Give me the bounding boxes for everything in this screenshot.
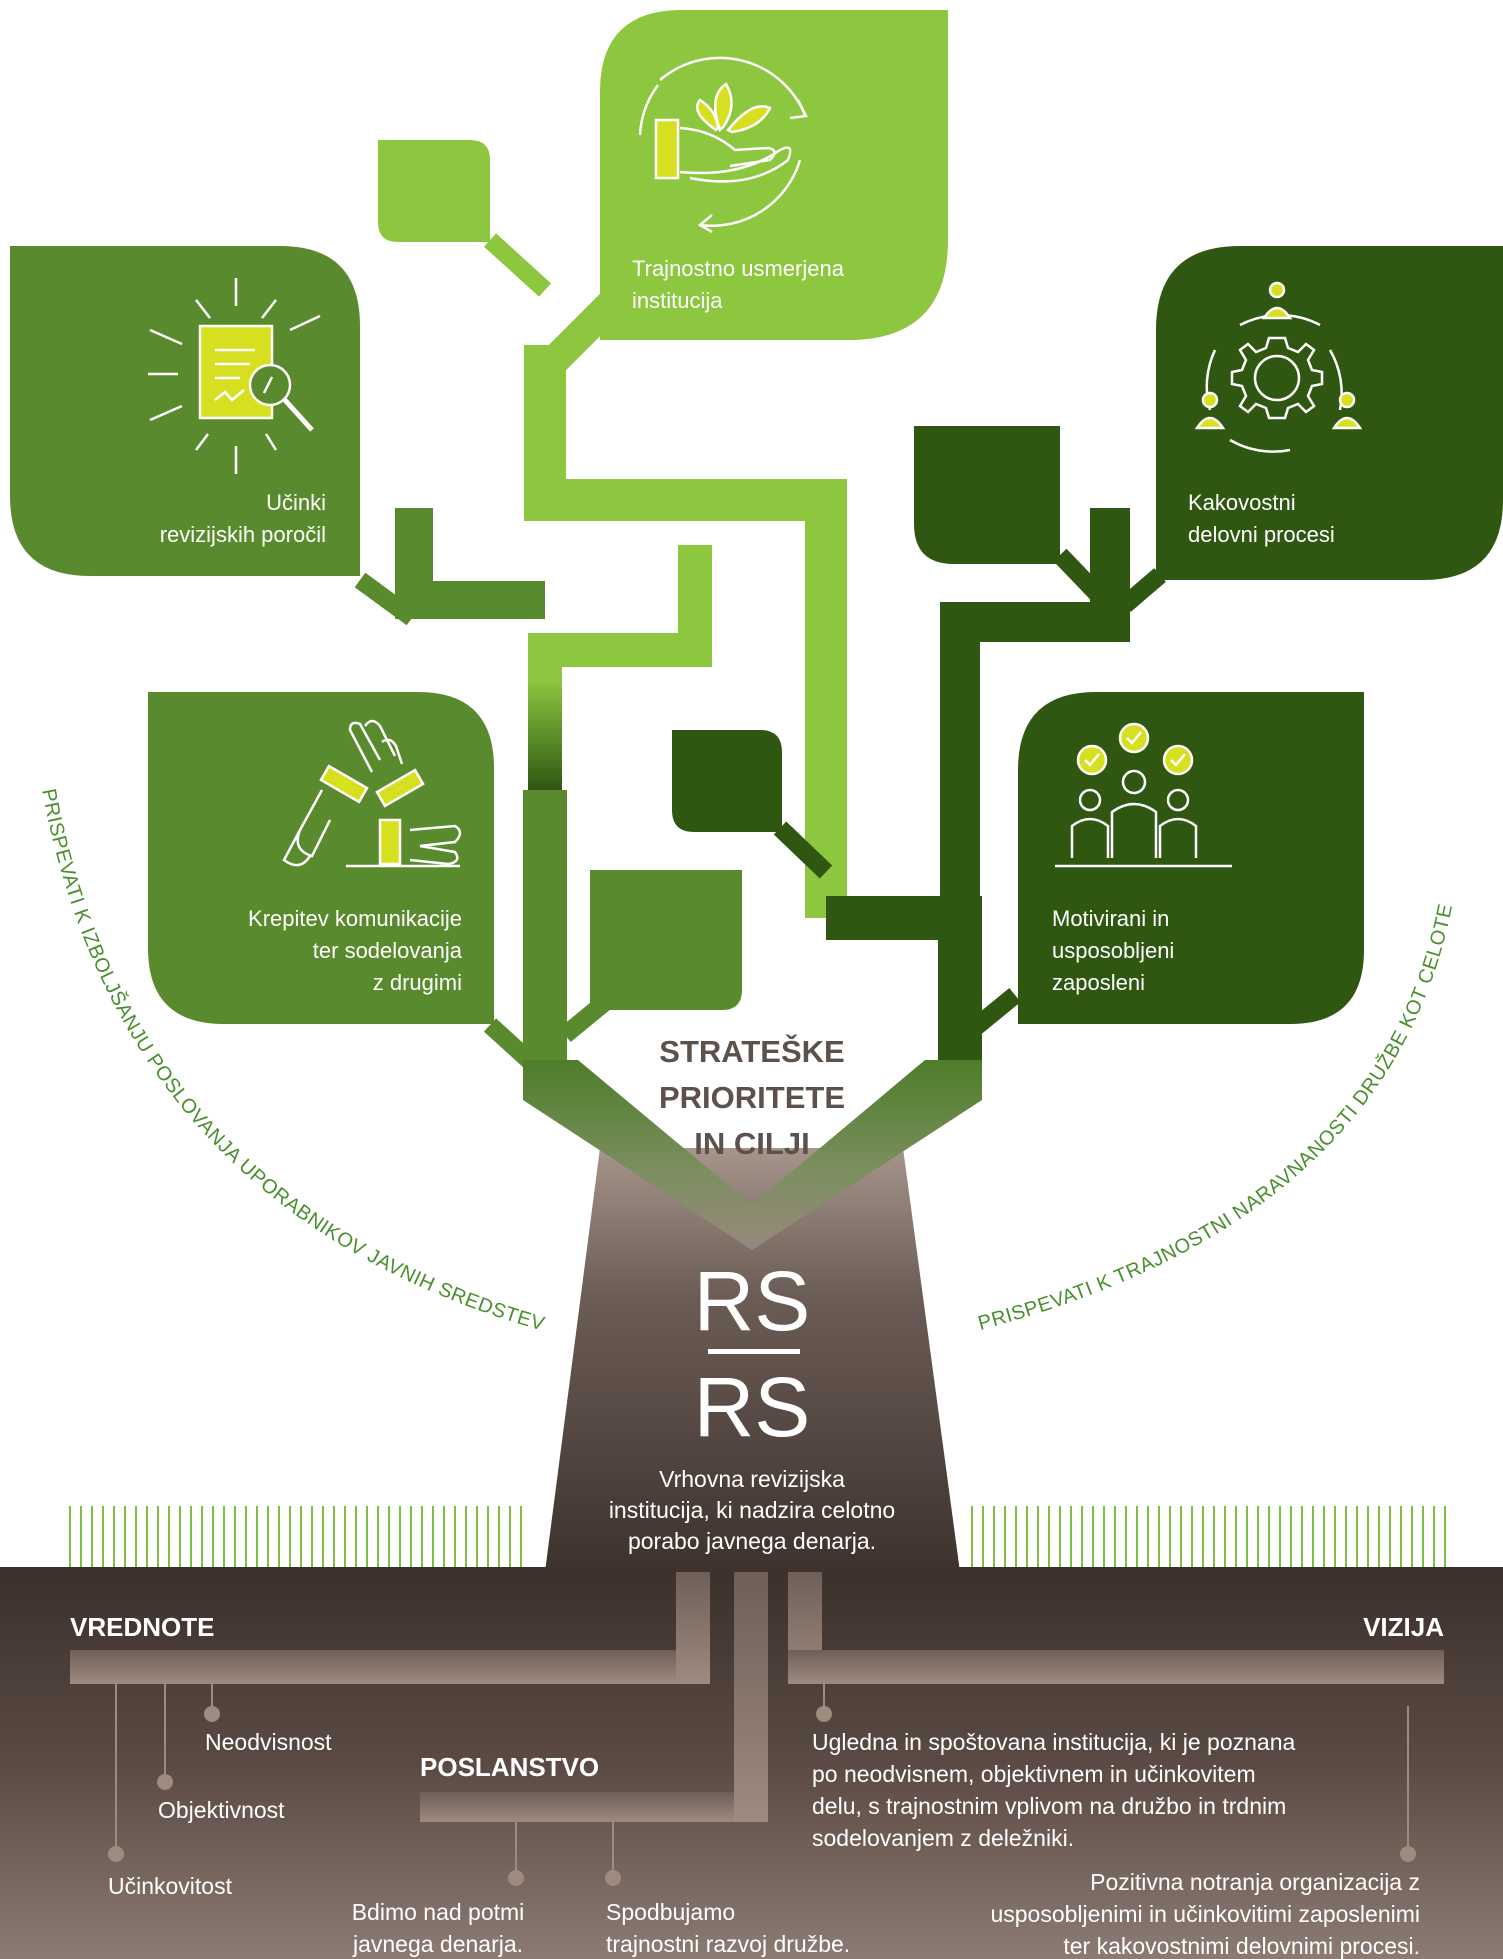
mission-heading: POSLANSTVO xyxy=(420,1752,599,1782)
vision-paragraph-1: Ugledna in spoštovana institucija, ki je… xyxy=(812,1729,1296,1851)
values-heading: VREDNOTE xyxy=(70,1612,214,1642)
small-leaf-right xyxy=(914,426,1060,564)
svg-text:usposobljeni: usposobljeni xyxy=(1052,938,1174,963)
sustainability-hand-icon xyxy=(638,56,808,234)
leaf-processes xyxy=(1156,246,1503,580)
leaf-processes-text: Kakovostni delovni procesi xyxy=(1188,490,1335,547)
root-threads xyxy=(108,1684,1416,1886)
center-title: STRATEŠKE PRIORITETE IN CILJI xyxy=(659,1033,845,1161)
svg-text:institucija: institucija xyxy=(632,288,723,313)
branches xyxy=(354,233,1166,1082)
svg-text:revizijskih poročil: revizijskih poročil xyxy=(160,522,326,547)
svg-text:javnega denarja.: javnega denarja. xyxy=(352,1931,523,1957)
audit-report-icon xyxy=(148,278,321,474)
leaf-communication-text: Krepitev komunikacije ter sodelovanja z … xyxy=(248,906,463,995)
svg-text:IN CILJI: IN CILJI xyxy=(694,1126,809,1161)
motivated-team-icon xyxy=(1055,722,1232,868)
trunk xyxy=(545,1148,960,1572)
value-item: Neodvisnost xyxy=(205,1729,332,1755)
svg-text:z drugimi: z drugimi xyxy=(373,970,462,995)
mission-item-2: Spodbujamo trajnostni razvoj družbe. xyxy=(606,1899,850,1957)
svg-text:usposobljenimi in učinkovitimi: usposobljenimi in učinkovitimi zaposleni… xyxy=(990,1901,1420,1927)
svg-text:po neodvisnem, objektivnem in: po neodvisnem, objektivnem in učinkovite… xyxy=(812,1761,1256,1787)
trunk-description: Vrhovna revizijska institucija, ki nadzi… xyxy=(609,1466,895,1554)
svg-text:zaposleni: zaposleni xyxy=(1052,970,1145,995)
handshake-cooperation-icon xyxy=(282,719,462,868)
small-leaf-center-dark xyxy=(672,730,782,832)
svg-text:delovni procesi: delovni procesi xyxy=(1188,522,1335,547)
svg-text:Kakovostni: Kakovostni xyxy=(1188,490,1296,515)
svg-text:sodelovanjem z deležniki.: sodelovanjem z deležniki. xyxy=(812,1825,1074,1851)
grass-left xyxy=(69,1506,522,1567)
svg-text:STRATEŠKE: STRATEŠKE xyxy=(659,1033,844,1069)
value-item: Objektivnost xyxy=(158,1797,285,1823)
rs-logo: RS RS xyxy=(694,1254,811,1454)
svg-text:Pozitivna notranja organizacij: Pozitivna notranja organizacija z xyxy=(1090,1869,1420,1895)
svg-text:Krepitev komunikacije: Krepitev komunikacije xyxy=(248,906,462,931)
svg-text:porabo javnega denarja.: porabo javnega denarja. xyxy=(628,1528,876,1554)
svg-text:trajnostni razvoj družbe.: trajnostni razvoj družbe. xyxy=(606,1931,850,1957)
leaf-sustainability xyxy=(600,10,948,340)
svg-text:Učinki: Učinki xyxy=(266,490,326,515)
svg-text:ter kakovostnimi delovnimi pro: ter kakovostnimi delovnimi procesi. xyxy=(1063,1933,1420,1959)
svg-text:Ugledna in spoštovana instituc: Ugledna in spoštovana institucija, ki je… xyxy=(812,1729,1296,1755)
gear-process-icon xyxy=(1194,281,1363,453)
branch-fan xyxy=(523,1060,982,1250)
svg-text:delu, s trajnostnim vplivom na: delu, s trajnostnim vplivom na družbo in… xyxy=(812,1793,1286,1819)
leaf-employees xyxy=(1018,692,1364,1024)
small-leaf-top xyxy=(378,140,490,242)
svg-text:PRIORITETE: PRIORITETE xyxy=(659,1080,845,1115)
svg-text:RS: RS xyxy=(694,1360,811,1454)
vision-paragraph-2: Pozitivna notranja organizacija z usposo… xyxy=(990,1869,1420,1959)
svg-text:Trajnostno usmerjena: Trajnostno usmerjena xyxy=(632,256,845,281)
roots xyxy=(70,1572,1444,1822)
svg-text:institucija, ki nadzira celotn: institucija, ki nadzira celotno xyxy=(609,1497,895,1523)
svg-text:ter sodelovanja: ter sodelovanja xyxy=(313,938,463,963)
svg-text:Bdimo nad potmi: Bdimo nad potmi xyxy=(352,1899,525,1925)
svg-text:Spodbujamo: Spodbujamo xyxy=(606,1899,735,1925)
svg-text:Motivirani in: Motivirani in xyxy=(1052,906,1169,931)
small-leaf-center-mid xyxy=(590,870,742,1010)
mission-item-1: Bdimo nad potmi javnega denarja. xyxy=(352,1899,525,1957)
value-item: Učinkovitost xyxy=(108,1873,233,1899)
leaf-sustainability-text: Trajnostno usmerjena institucija xyxy=(632,256,845,313)
leaf-audit-reports-text: Učinki revizijskih poročil xyxy=(160,490,326,547)
vision-heading: VIZIJA xyxy=(1363,1612,1444,1642)
svg-text:RS: RS xyxy=(694,1254,811,1348)
grass-right xyxy=(971,1506,1446,1567)
leaf-employees-text: Motivirani in usposobljeni zaposleni xyxy=(1052,906,1174,995)
svg-text:Vrhovna revizijska: Vrhovna revizijska xyxy=(659,1466,845,1492)
